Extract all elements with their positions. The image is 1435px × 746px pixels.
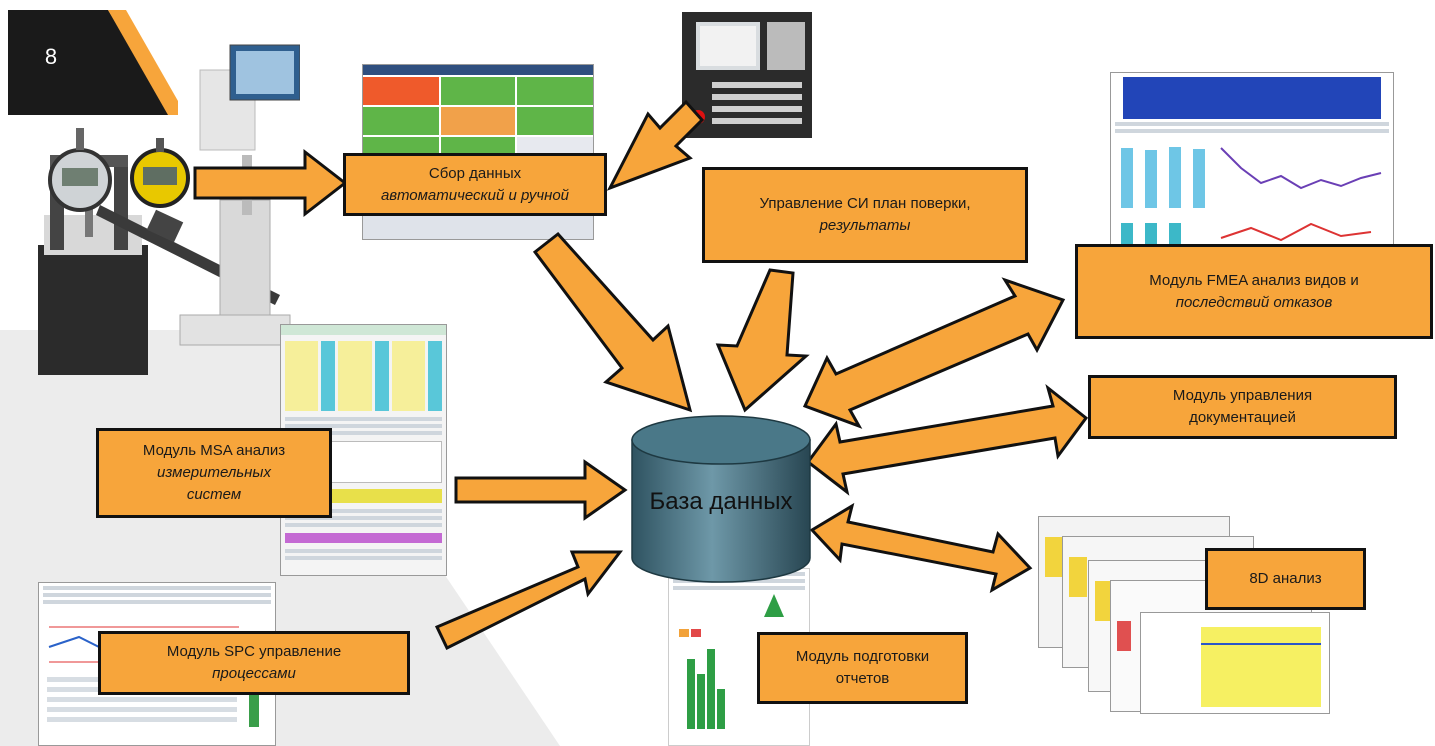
- measuring-instruments-image: [38, 44, 300, 375]
- slide-number: 8: [44, 44, 58, 69]
- msa-line2: измерительных: [157, 464, 271, 481]
- data-collection-line1: Сбор данных: [428, 164, 522, 182]
- database-label: База данных: [649, 488, 793, 515]
- slide-number-tab: [8, 10, 178, 115]
- msa-line3: систем: [186, 486, 242, 503]
- arrow-collection-to-db: [532, 231, 693, 413]
- arrow-db-fmea: [802, 277, 1066, 429]
- msa-box: Модуль MSA анализ измерительных систем: [96, 428, 332, 518]
- arrow-cnc-to-collection: [606, 99, 705, 191]
- arrow-instruments-to-collection: [193, 148, 348, 218]
- eight-d-box: 8D анализ: [1205, 548, 1366, 610]
- fmea-box: Модуль FMEA анализ видов и последствий о…: [1075, 244, 1433, 339]
- fmea-line1: Модуль FMEA анализ видов и: [1149, 271, 1359, 289]
- reports-line2: отчетов: [835, 670, 890, 687]
- documentation-box: Модуль управления документацией: [1088, 375, 1397, 439]
- cnc-control-panel-image: [682, 12, 812, 138]
- arrow-db-8d: [809, 502, 1033, 594]
- spc-line1: Модуль SPC управление: [166, 643, 342, 660]
- documentation-line2: документацией: [1189, 409, 1296, 426]
- si-management-line1: Управление СИ план поверки,: [759, 195, 971, 212]
- fmea-report-screen-image: [1110, 72, 1394, 249]
- arrow-si-to-db: [715, 268, 810, 413]
- arrow-db-documentation: [805, 383, 1089, 496]
- spc-line2: процессами: [212, 665, 296, 682]
- arrow-msa-to-db: [454, 459, 628, 521]
- si-management-box: Управление СИ план поверки, результаты: [702, 167, 1028, 263]
- reports-line1: Модуль подготовки: [795, 648, 930, 665]
- eight-d-line1: 8D анализ: [1249, 570, 1322, 587]
- reports-box: Модуль подготовки отчетов: [757, 632, 968, 704]
- spc-box: Модуль SPC управление процессами: [98, 631, 410, 695]
- data-collection-box: Сбор данных автоматический и ручной: [343, 153, 607, 216]
- arrow-spc-to-db: [434, 550, 624, 651]
- msa-line1: Модуль MSA анализ: [142, 442, 286, 459]
- si-management-line2: результаты: [819, 217, 911, 234]
- data-collection-line2: автоматический и ручной: [380, 186, 570, 204]
- 8d-screen-5: [1140, 612, 1330, 714]
- database-cylinder: [631, 415, 811, 583]
- documentation-line1: Модуль управления: [1172, 387, 1313, 404]
- fmea-line2: последствий отказов: [1175, 293, 1333, 311]
